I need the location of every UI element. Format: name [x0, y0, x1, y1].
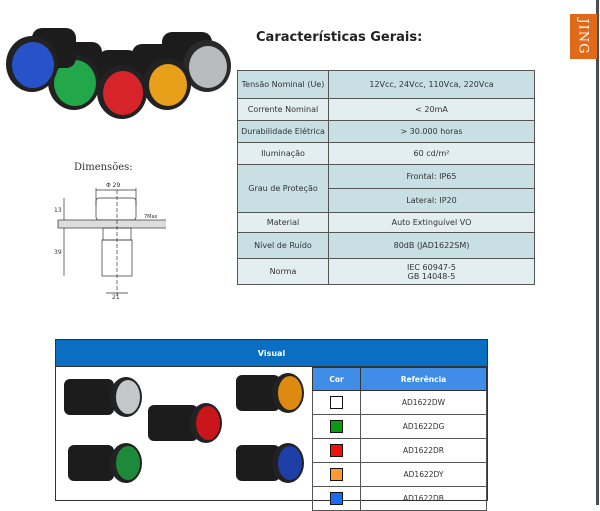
dim-base-width: 21 [112, 294, 120, 300]
spec-label: Iluminação [237, 142, 329, 165]
dimensions-label: Dimensões: [74, 162, 133, 173]
dim-body-height: 39 [54, 249, 62, 256]
general-title: Características Gerais: [256, 30, 423, 45]
col-reference: Referência [360, 367, 487, 391]
spec-value: 80dB (JAD1622SM) [328, 232, 535, 259]
visual-lamp-blue [236, 443, 304, 483]
ref-row: AD1622DW [312, 390, 487, 415]
visual-lamp-green [68, 443, 142, 483]
dimension-drawing: Φ 29 21 13 39 7Max [54, 182, 166, 300]
spec-value: Auto Extinguível VO [328, 212, 535, 233]
visual-lamp-red [148, 403, 222, 443]
swatch-orange [330, 468, 343, 481]
norma-1: IEC 60947-5 [407, 262, 456, 272]
ref-row: AD1622DR [312, 438, 487, 463]
logo-text: JING [576, 18, 592, 55]
ref-row: AD1622DB [312, 486, 487, 511]
brand-logo: JING [570, 14, 597, 59]
norma-2: GB 14048-5 [407, 271, 456, 281]
page-edge [596, 0, 599, 505]
swatch-green [330, 420, 343, 433]
ref-code: AD1622DG [360, 414, 487, 439]
spec-label: Norma [237, 258, 329, 285]
dim-diameter: Φ 29 [106, 182, 120, 189]
spec-row: Corrente Nominal< 20mA [237, 98, 535, 121]
dim-top-height: 13 [54, 207, 62, 214]
lamp-red [97, 50, 147, 119]
ref-row: AD1622DG [312, 414, 487, 439]
swatch-red [330, 444, 343, 457]
spec-value: > 30.000 horas [328, 120, 535, 143]
spec-value: 60 cd/m² [328, 142, 535, 165]
spec-value: 12Vcc, 24Vcc, 110Vca, 220Vca [328, 70, 535, 99]
spec-label: Corrente Nominal [237, 98, 329, 121]
ref-row: AD1622DY [312, 462, 487, 487]
visual-lamps-photo [64, 373, 304, 483]
spec-row: Durabilidade Elétrica> 30.000 horas [237, 120, 535, 143]
spec-label: Nível de Ruído [237, 232, 329, 259]
spec-value: < 20mA [328, 98, 535, 121]
spec-table: Tensão Nominal (Ue)12Vcc, 24Vcc, 110Vca,… [237, 70, 535, 285]
swatch-white [330, 396, 343, 409]
spec-value: Lateral: IP20 [328, 188, 535, 213]
ref-code: AD1622DY [360, 462, 487, 487]
visual-lamp-white [64, 377, 142, 417]
col-color: Cor [312, 367, 361, 391]
spec-row: Tensão Nominal (Ue)12Vcc, 24Vcc, 110Vca,… [237, 70, 535, 99]
lamp-blue [6, 28, 76, 92]
spec-value: Frontal: IP65 [328, 164, 535, 189]
visual-lamp-orange [236, 373, 304, 413]
swatch-blue [330, 492, 343, 505]
visual-title: Visual [56, 340, 487, 367]
spec-label: Tensão Nominal (Ue) [237, 70, 329, 99]
dim-panel: 7Max [144, 214, 158, 220]
spec-label: Durabilidade Elétrica [237, 120, 329, 143]
lamp-yellow [132, 44, 191, 110]
ref-code: AD1622DR [360, 438, 487, 463]
product-photo-lamps [6, 28, 231, 119]
ref-code: AD1622DW [360, 390, 487, 415]
spec-label: Grau de Proteção [237, 164, 329, 213]
spec-label: Material [237, 212, 329, 233]
ref-code: AD1622DB [360, 486, 487, 511]
